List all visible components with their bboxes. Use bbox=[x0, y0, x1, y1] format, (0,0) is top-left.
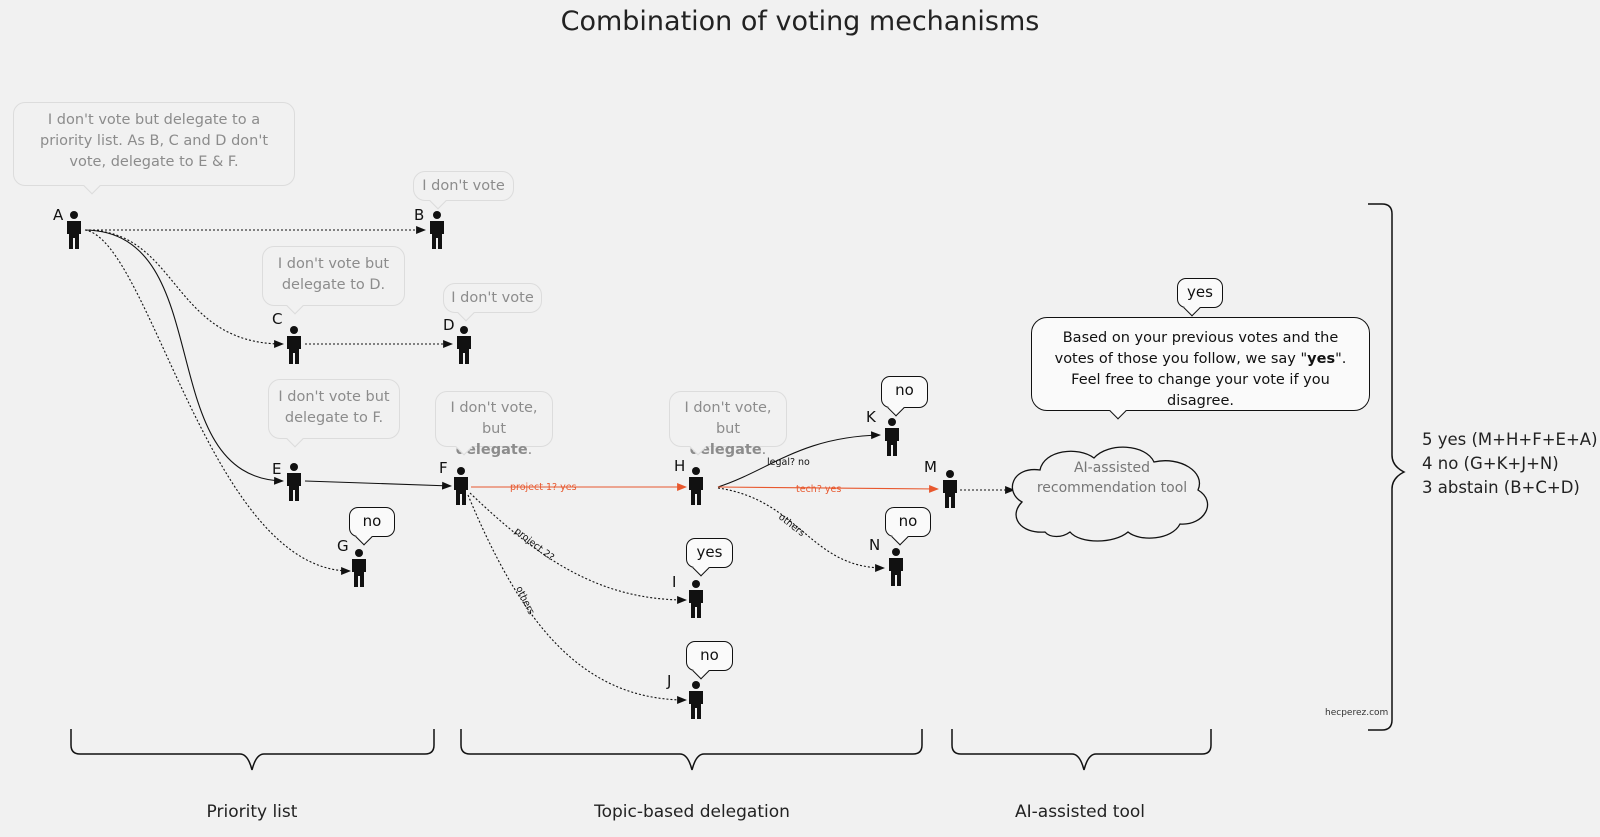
ai-tool-label: AI-assisted recommendation tool bbox=[1036, 460, 1188, 496]
speech-bubble-h-but: but bbox=[715, 421, 741, 437]
vote-bubble-i-text: yes bbox=[696, 543, 723, 561]
edge-label-legal: legal? no bbox=[767, 457, 810, 468]
brace-priority-list bbox=[70, 729, 435, 771]
brace-results bbox=[1368, 203, 1406, 731]
node-label-c: C bbox=[272, 310, 283, 328]
node-label-f: F bbox=[439, 459, 448, 477]
edge-f-i bbox=[469, 492, 687, 604]
result-abstain: 3 abstain (B+C+D) bbox=[1422, 478, 1580, 497]
speech-bubble-c: I don't vote but delegate to D. bbox=[262, 246, 405, 315]
vote-results: 5 yes (M+H+F+E+A) 4 no (G+K+J+N) 3 absta… bbox=[1422, 428, 1598, 500]
speech-bubble-a: I don't vote but delegate to a priority … bbox=[13, 102, 295, 195]
person-d-icon bbox=[457, 326, 471, 364]
section-label-topic-delegation: Topic-based delegation bbox=[594, 802, 790, 822]
ai-recommendation-bold: yes bbox=[1307, 351, 1336, 367]
speech-bubble-f-line1: I don't vote, bbox=[450, 400, 538, 416]
speech-bubble-f: I don't vote, but delegate. bbox=[435, 391, 553, 458]
speech-bubble-d: I don't vote bbox=[443, 283, 542, 322]
person-m-icon bbox=[943, 470, 957, 508]
result-no: 4 no (G+K+J+N) bbox=[1422, 454, 1559, 473]
edge-label-project1: project 1? yes bbox=[510, 482, 577, 493]
speech-bubble-e-text: I don't vote but delegate to F. bbox=[278, 389, 390, 426]
person-e-icon bbox=[287, 463, 301, 501]
speech-bubble-f-suffix: . bbox=[527, 442, 533, 458]
vote-bubble-n-text: no bbox=[898, 512, 918, 530]
ai-recommendation-text-2: ". Feel free to change your vote if you … bbox=[1071, 351, 1347, 409]
person-c-icon bbox=[287, 326, 301, 364]
vote-bubble-i: yes bbox=[686, 538, 733, 577]
speech-bubble-b: I don't vote bbox=[413, 171, 514, 210]
person-g-icon bbox=[352, 549, 366, 587]
brace-topic-delegation bbox=[460, 729, 923, 771]
speech-bubble-h-suffix: . bbox=[761, 442, 767, 458]
node-label-k: K bbox=[866, 408, 876, 426]
speech-bubble-h: I don't vote, but delegate. bbox=[669, 391, 787, 458]
edge-label-f-others: others bbox=[513, 584, 536, 616]
node-label-i: I bbox=[672, 573, 677, 591]
edge-h-k bbox=[717, 431, 881, 488]
speech-bubble-h-bold: delegate bbox=[689, 442, 762, 458]
speech-bubble-f-but: but bbox=[481, 421, 507, 437]
section-label-ai-tool: AI-assisted tool bbox=[1015, 802, 1145, 822]
edge-label-tech: tech? yes bbox=[796, 484, 841, 495]
person-a-icon bbox=[67, 211, 81, 249]
node-label-b: B bbox=[414, 206, 425, 224]
node-label-h: H bbox=[674, 457, 686, 475]
diagram-title: Combination of voting mechanisms bbox=[560, 6, 1040, 37]
vote-bubble-j: no bbox=[686, 641, 733, 680]
person-i-icon bbox=[689, 580, 703, 618]
ai-recommendation-text-1: Based on your previous votes and the vot… bbox=[1054, 330, 1339, 367]
vote-bubble-g-text: no bbox=[362, 512, 382, 530]
person-j-icon bbox=[689, 681, 703, 719]
speech-bubble-f-bold: delegate bbox=[455, 442, 528, 458]
section-label-priority-list: Priority list bbox=[206, 802, 298, 822]
vote-bubble-m: yes bbox=[1177, 278, 1223, 317]
person-h-icon bbox=[689, 467, 703, 505]
vote-bubble-k-text: no bbox=[895, 381, 914, 399]
speech-bubble-a-text: I don't vote but delegate to a priority … bbox=[39, 112, 269, 170]
edge-label-project2: project 2? bbox=[512, 526, 556, 564]
edge-h-m bbox=[717, 484, 939, 493]
node-label-g: G bbox=[337, 537, 349, 555]
node-label-m: M bbox=[924, 458, 937, 476]
person-n-icon bbox=[889, 548, 903, 586]
edge-f-j bbox=[467, 494, 687, 704]
result-yes: 5 yes (M+H+F+E+A) bbox=[1422, 430, 1598, 449]
ai-recommendation-bubble: Based on your previous votes and the vot… bbox=[1031, 317, 1370, 420]
node-label-d: D bbox=[443, 316, 455, 334]
brace-ai-tool bbox=[951, 729, 1212, 771]
person-f-icon bbox=[454, 467, 468, 505]
node-label-j: J bbox=[667, 672, 672, 690]
edge-label-h-others: others bbox=[776, 512, 807, 539]
vote-bubble-k: no bbox=[881, 376, 928, 417]
edge-h-n bbox=[717, 487, 885, 572]
speech-bubble-b-text: I don't vote bbox=[422, 178, 505, 194]
node-label-a: A bbox=[53, 206, 64, 224]
vote-bubble-j-text: no bbox=[700, 646, 719, 664]
node-label-n: N bbox=[869, 536, 881, 554]
node-label-e: E bbox=[272, 460, 282, 478]
vote-bubble-g: no bbox=[349, 507, 395, 546]
speech-bubble-e: I don't vote but delegate to F. bbox=[268, 379, 400, 448]
speech-bubble-d-text: I don't vote bbox=[451, 290, 534, 306]
speech-bubble-c-text: I don't vote but delegate to D. bbox=[277, 256, 390, 293]
ai-cloud-shape bbox=[1011, 446, 1209, 542]
vote-bubble-n: no bbox=[885, 507, 931, 546]
person-k-icon bbox=[885, 418, 899, 456]
vote-bubble-m-text: yes bbox=[1187, 283, 1213, 301]
edge-a-c bbox=[84, 229, 284, 348]
edge-a-e bbox=[84, 229, 284, 485]
watermark: hecperez.com bbox=[1325, 708, 1389, 718]
speech-bubble-h-line1: I don't vote, bbox=[684, 400, 772, 416]
person-b-icon bbox=[430, 211, 444, 249]
edge-e-f bbox=[304, 480, 452, 490]
edge-a-g bbox=[84, 229, 351, 575]
